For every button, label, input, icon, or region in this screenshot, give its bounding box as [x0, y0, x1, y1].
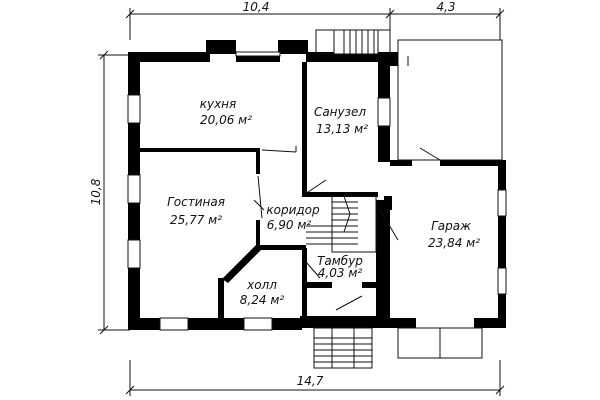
room-area-bathroom: 13,13 м²	[316, 122, 368, 136]
room-area-corridor: 6,90 м²	[267, 218, 312, 232]
room-label-corridor: коридор 6,90 м²	[266, 203, 320, 232]
room-label-bathroom: Санузел 13,13 м²	[314, 105, 368, 136]
dim-top-house: 10,4	[243, 0, 270, 14]
doors	[253, 146, 441, 311]
room-name-garage: Гараж	[431, 219, 471, 233]
front-stairs	[313, 327, 373, 369]
room-label-vestibule: Тамбур 4,03 м²	[317, 254, 363, 280]
room-name-living: Гостиная	[167, 195, 225, 209]
room-name-bathroom: Санузел	[314, 105, 366, 119]
room-label-garage: Гараж 23,84 м²	[428, 219, 480, 250]
room-name-hall: холл	[246, 278, 277, 292]
garage-canopy	[397, 39, 503, 359]
dim-bottom-total: 14,7	[297, 374, 324, 388]
room-label-living: Гостиная 25,77 м²	[167, 195, 225, 227]
room-area-kitchen: 20,06 м²	[200, 113, 252, 127]
room-area-garage: 23,84 м²	[428, 236, 480, 250]
walls	[128, 40, 506, 330]
room-name-kitchen: кухня	[200, 97, 237, 111]
room-label-kitchen: кухня 20,06 м²	[200, 97, 252, 127]
room-name-corridor: коридор	[266, 203, 320, 217]
room-area-vestibule: 4,03 м²	[318, 266, 363, 280]
interior-stairs	[306, 195, 377, 253]
dim-left-height: 10,8	[89, 178, 103, 205]
room-label-hall: холл 8,24 м²	[240, 278, 285, 307]
room-name-vestibule: Тамбур	[317, 254, 363, 268]
dimension-lines	[98, 8, 505, 396]
rear-porch	[315, 29, 391, 55]
room-area-living: 25,77 м²	[170, 213, 222, 227]
dim-top-garage: 4,3	[436, 0, 455, 14]
room-area-hall: 8,24 м²	[240, 293, 285, 307]
